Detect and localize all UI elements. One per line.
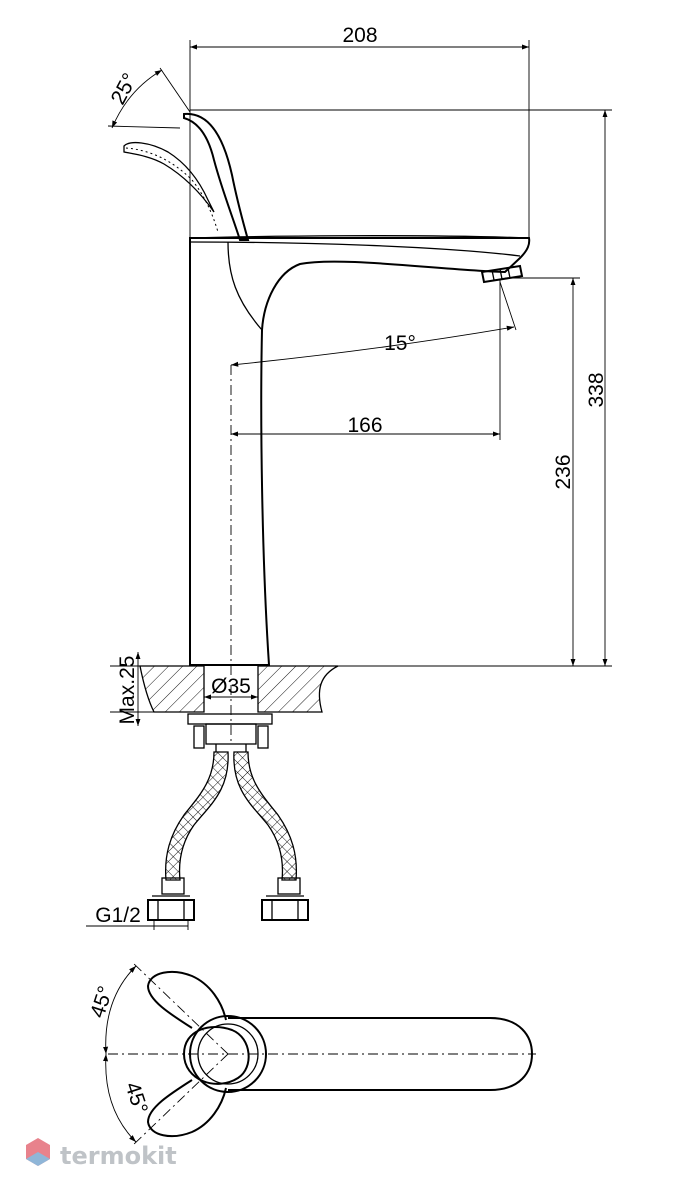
handle-lever xyxy=(183,112,250,241)
dimension-label-countertop: Max.25 xyxy=(116,656,139,725)
dimension-reach-166: 166 xyxy=(231,280,501,440)
dimension-hose-thread: G1/2 xyxy=(86,904,189,930)
watermark-text: termokit xyxy=(60,1142,177,1170)
hexagon-logo-icon xyxy=(26,1138,50,1166)
dimension-spout-height-236: 236 xyxy=(505,277,580,666)
dimension-label-rotation-lower: 45° xyxy=(120,1079,152,1116)
aerator xyxy=(480,264,524,284)
dimension-swivel-angle: 15° xyxy=(230,281,517,367)
handle-lever-tilted xyxy=(125,147,219,233)
countertop-section: Max.25 Ø35 xyxy=(110,652,339,726)
watermark: termokit xyxy=(26,1138,177,1170)
faucet-front-view: 208 338 236 166 15° xyxy=(86,24,612,930)
dimension-label-reach: 166 xyxy=(347,414,382,437)
handle-upper-lobe xyxy=(146,970,227,1029)
dimension-label-height: 338 xyxy=(585,372,608,407)
faucet-body xyxy=(189,237,531,666)
faucet-top-view: 45° 45° xyxy=(86,961,536,1147)
mounting-hardware xyxy=(187,713,273,756)
handle-hub xyxy=(189,1015,267,1093)
dimension-height-338: 338 xyxy=(190,109,612,667)
dimension-width-208: 208 xyxy=(189,24,530,238)
dimension-label-rotation-upper: 45° xyxy=(86,983,118,1020)
flexible-hoses xyxy=(147,751,309,921)
dimension-label-mount-hole: Ø35 xyxy=(211,675,251,698)
handle-lever-tilted-outline xyxy=(123,141,215,213)
dimension-label-handle-tilt: 25° xyxy=(107,70,142,109)
body-top-outline xyxy=(228,1017,534,1091)
dimension-label-width: 208 xyxy=(342,24,377,47)
dimension-label-swivel: 15° xyxy=(384,332,416,355)
dimension-label-spout-height: 236 xyxy=(552,454,575,489)
handle-lower-lobe xyxy=(146,1079,227,1138)
dimension-handle-tilt: 25° xyxy=(107,67,191,129)
handle-top-current xyxy=(182,1026,250,1085)
dimension-label-hose-thread: G1/2 xyxy=(95,904,141,927)
